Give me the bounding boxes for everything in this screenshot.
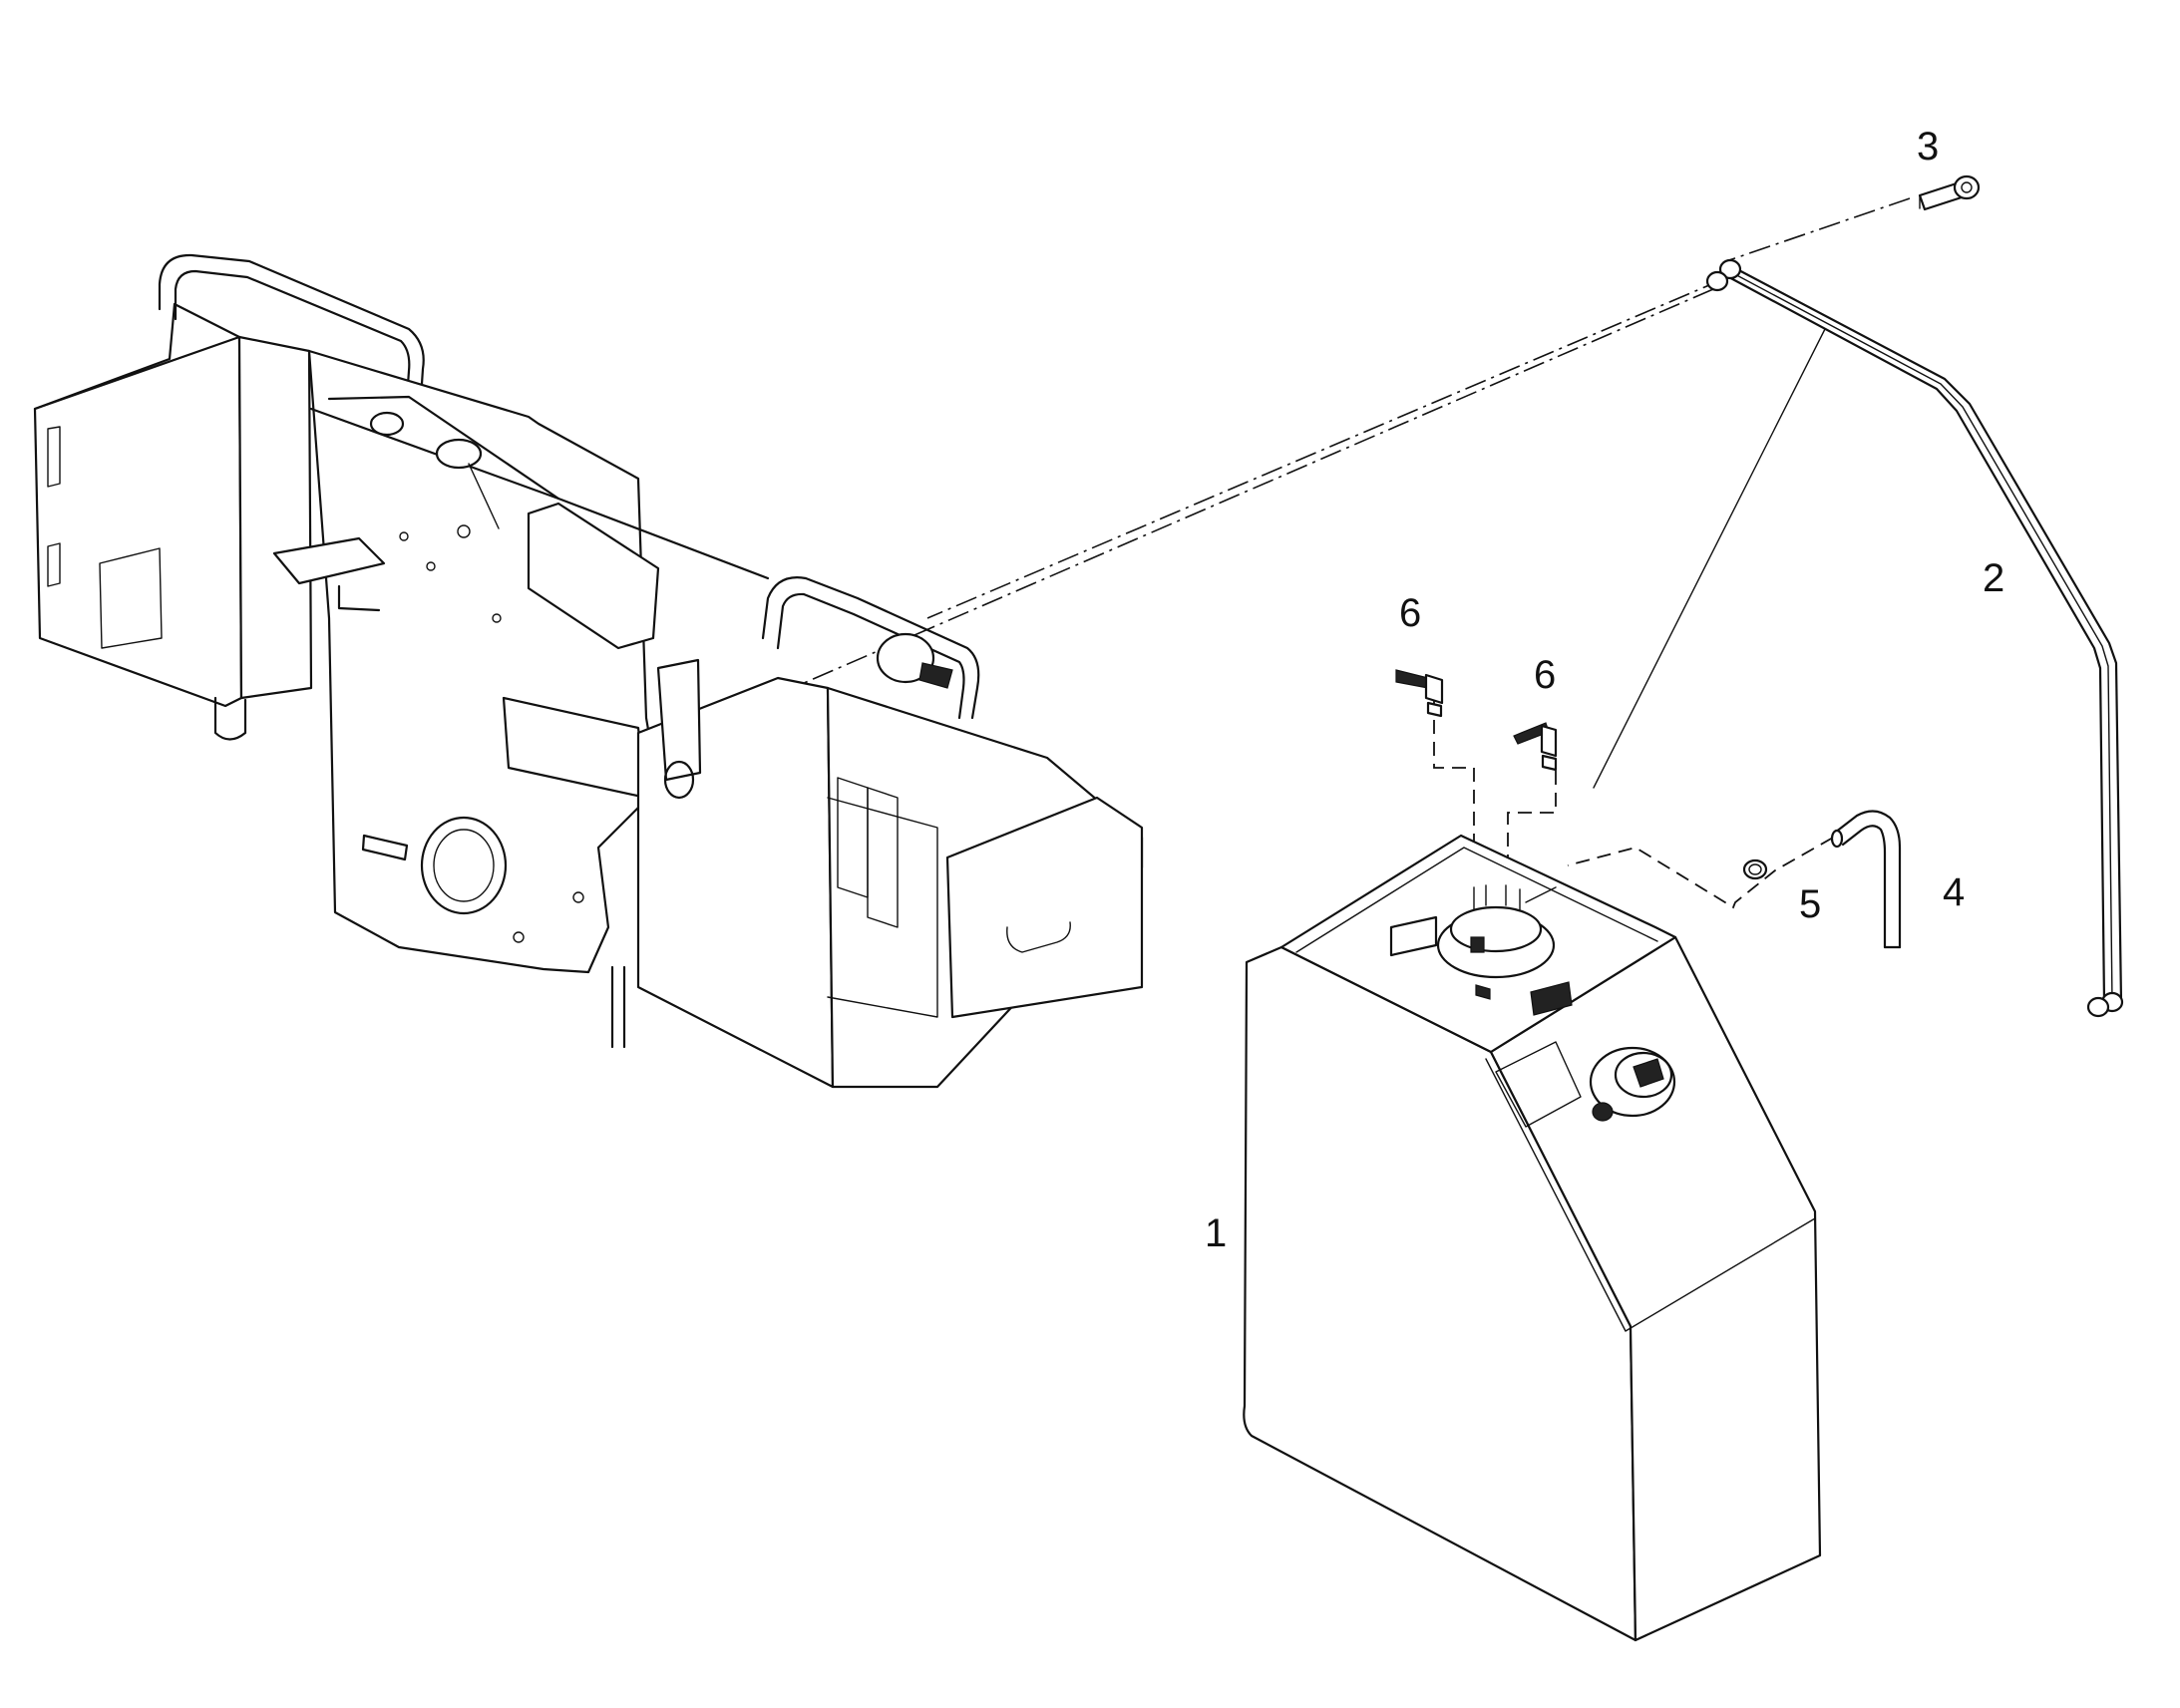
label-strap: 2 (1983, 556, 2004, 600)
bolt (1918, 174, 1981, 211)
strap-inner-edge (1723, 273, 2106, 1004)
sender-hose-stub (1525, 886, 1557, 903)
label-fitting-b: 6 (1534, 653, 1556, 697)
hose (1830, 810, 1902, 949)
inspection-cover (420, 816, 508, 915)
sender-connector (1470, 936, 1485, 953)
machine-frame (33, 253, 1144, 1089)
clamp (1742, 858, 1768, 880)
central-body-panel (307, 349, 660, 974)
strap (1705, 258, 2124, 1018)
bolt-assembly-line (1722, 197, 1911, 263)
panel-bolt-2 (426, 561, 436, 571)
panel-fitting (457, 524, 471, 538)
sender-cap (1449, 905, 1543, 953)
handrail-left-inner (174, 269, 411, 401)
right-cabinet-slot-2 (867, 787, 899, 928)
fitting-a (1395, 669, 1444, 718)
right-door-lug (663, 760, 695, 800)
strap-to-frame-line-lower (757, 288, 1714, 704)
tank-window (1495, 1041, 1582, 1128)
tank-top-edge (1295, 847, 1658, 953)
panel-bolt-4 (572, 891, 584, 903)
left-cabinet-top (33, 302, 177, 411)
foot-pad (213, 696, 247, 741)
drain-valve (361, 834, 409, 861)
strap-to-frame-line-upper (926, 278, 1724, 619)
label-bolt: 3 (1917, 125, 1939, 169)
right-box (945, 796, 1144, 1019)
bolt-head-socket (1961, 181, 1973, 193)
label-hose: 4 (1943, 870, 1965, 914)
top-gauge (435, 438, 483, 470)
left-cabinet-panel (99, 547, 163, 649)
mounting-bracket (272, 536, 386, 585)
right-box-handle (1006, 921, 1071, 953)
fitting-b-nut (1541, 754, 1558, 772)
strap-leader-line (1593, 328, 1826, 789)
fitting-a-stem (1395, 669, 1429, 689)
tank-chamfer-edge (1485, 1058, 1816, 1332)
label-clamp: 5 (1799, 882, 1821, 926)
filler-cap (369, 411, 405, 437)
strap-middle-line (1728, 270, 2113, 1003)
part-labels: 1 2 3 4 5 6 6 (1205, 125, 2004, 1255)
sender-fitting (1475, 984, 1491, 1000)
right-gauge-connector (918, 662, 953, 689)
panel-bolt-5 (513, 931, 525, 943)
strap-top-eye (1718, 258, 1742, 280)
hose-opening (1830, 829, 1844, 849)
fitting-a-nut (1426, 701, 1443, 718)
sender-ports (1473, 884, 1521, 910)
panel-bolt-3 (492, 613, 502, 623)
filler-cap-handle (1633, 1058, 1664, 1088)
handrail-right-inner (776, 592, 965, 720)
label-tank: 1 (1205, 1211, 1227, 1255)
stand-pipe (610, 965, 626, 1049)
hose-inner (1841, 825, 1887, 949)
tank-label-plate (1530, 981, 1573, 1016)
right-gauge (876, 632, 935, 684)
hose-assembly-line (1567, 837, 1834, 909)
hose-outer (1833, 810, 1902, 949)
tank-top-plate (1389, 915, 1438, 957)
top-gauge-tube (468, 463, 500, 529)
filler-neck-bolt (1592, 1102, 1614, 1122)
left-cabinet-latch-2 (47, 542, 61, 587)
strap-top-eye-2 (1705, 270, 1729, 292)
strap-outer-edge (1731, 265, 2123, 1004)
label-fitting-a: 6 (1399, 591, 1421, 635)
right-cabinet-shelf (827, 797, 938, 1018)
central-upper-edge (327, 395, 560, 501)
clamp-ring-inner (1748, 863, 1762, 875)
fitting-b-body (1540, 724, 1558, 758)
inspection-cover-inner (433, 829, 495, 902)
bolt-head (1953, 174, 1981, 200)
assembly-lines (757, 197, 1911, 909)
handrail-left (158, 253, 425, 401)
fitting-a-assembly-line (1433, 698, 1475, 897)
right-door-bar (656, 658, 702, 782)
left-cabinet-side (237, 335, 313, 700)
clamp-ring (1742, 858, 1768, 880)
mounting-bracket-leg (337, 584, 381, 612)
panel-bolt-1 (399, 531, 409, 541)
left-cabinet-latch-1 (47, 426, 61, 488)
left-cabinet-edge (173, 302, 241, 339)
fitting-b (1513, 722, 1558, 772)
upper-chute (527, 502, 660, 650)
tank (1243, 834, 1822, 1642)
strap-bottom-eye-2 (2086, 996, 2110, 1018)
left-cabinet-front (33, 335, 243, 708)
fitting-a-body (1424, 673, 1444, 705)
handrail-right (761, 576, 980, 720)
